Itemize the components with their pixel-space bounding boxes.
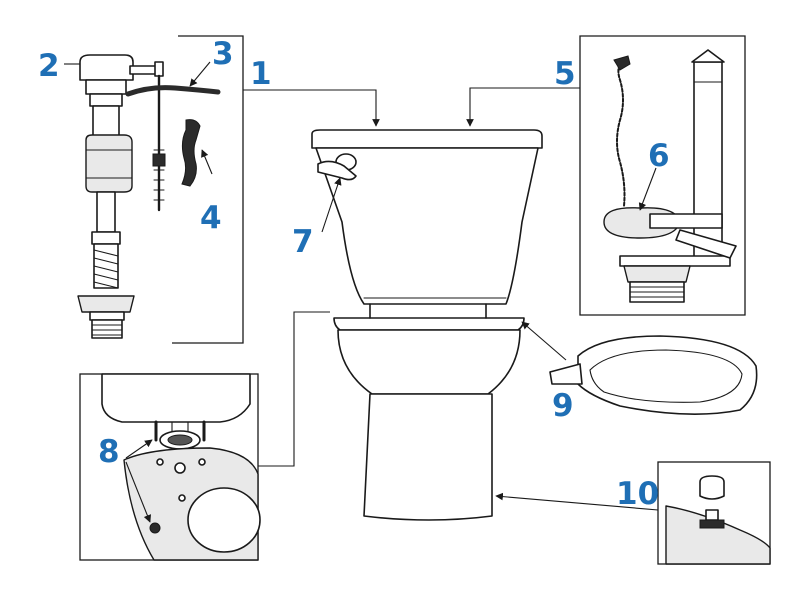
callout-8 xyxy=(258,311,330,467)
refill-tube xyxy=(125,85,221,97)
flush-valve-group xyxy=(579,35,746,316)
callout-5 xyxy=(466,87,580,127)
tank-lid xyxy=(311,129,543,149)
callout-9 xyxy=(521,321,567,361)
flush-handle xyxy=(317,153,357,181)
label-3: 3 xyxy=(212,36,234,72)
fill-valve xyxy=(77,54,166,339)
pedestal xyxy=(363,393,493,521)
label-5: 5 xyxy=(554,56,576,92)
inset-floor-bolt-cap xyxy=(657,461,771,565)
tank xyxy=(315,147,539,305)
label-9: 9 xyxy=(552,388,574,424)
callout-7 xyxy=(321,177,342,233)
flush-valve-frame xyxy=(579,35,746,316)
callout-6 xyxy=(638,167,657,211)
flush-valve xyxy=(603,49,737,303)
fill-valve-bracket xyxy=(172,35,244,344)
toilet xyxy=(311,129,543,521)
refill-clip xyxy=(181,119,201,187)
label-4: 4 xyxy=(200,200,222,236)
label-2: 2 xyxy=(38,48,60,84)
inset-tank-bowl-hardware xyxy=(79,373,261,561)
callout-4 xyxy=(201,149,213,175)
fill-valve-group xyxy=(64,35,244,344)
label-8: 8 xyxy=(98,434,120,470)
label-10: 10 xyxy=(616,476,659,512)
callout-1 xyxy=(243,89,380,127)
label-6: 6 xyxy=(648,138,670,174)
callout-10 xyxy=(495,492,659,511)
callout-3 xyxy=(189,61,211,87)
bowl xyxy=(337,329,521,395)
toilet-seat xyxy=(549,335,758,415)
label-7: 7 xyxy=(292,224,314,260)
label-1: 1 xyxy=(250,56,272,92)
bowl-rim xyxy=(333,317,525,331)
